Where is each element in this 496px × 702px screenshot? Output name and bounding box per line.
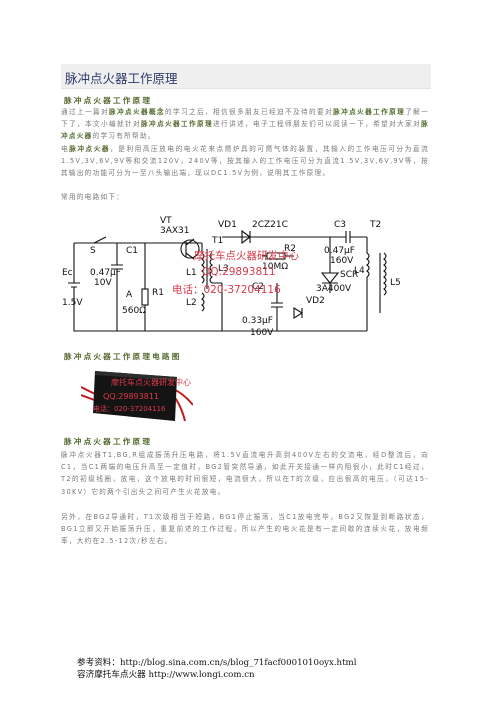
- p1-bold-f: 脉冲点火器工作原理: [141, 120, 214, 129]
- paragraph-description: 电脉冲点火器，是利用高压放电的电火花来点燃炉具的可燃气体的装置，其输入的工作电压…: [61, 143, 429, 180]
- label-l2: L2: [186, 298, 197, 308]
- label-vt: VT: [160, 216, 172, 226]
- section-heading-2: 脉冲点火器工作原理电路图: [64, 352, 182, 361]
- product-photo: 摩托车点火器研发中心 QQ:29893811 电话：020-37204116: [80, 365, 194, 431]
- label-c1-voltage: 10V: [94, 278, 112, 288]
- p1-text-a: 通过上一篇对: [61, 108, 110, 116]
- label-r1: R1: [152, 288, 164, 298]
- label-c1-value: 0.47μF: [90, 268, 121, 278]
- reference-line-2: 容济摩托车点火器 http://www.longi.com.cn: [77, 670, 255, 680]
- label-c2: C2: [252, 282, 264, 292]
- paragraph-circuit-intro: 常用的电路如下：: [61, 193, 125, 201]
- label-c3-voltage: 160V: [330, 256, 354, 266]
- photo-watermark-line1: 摩托车点火器研发中心: [111, 377, 191, 387]
- label-l1: L1: [186, 268, 197, 278]
- label-a: A: [126, 290, 133, 300]
- p1-text-e: 了解一下了，本文小编就针对: [61, 108, 429, 129]
- label-r1-value: 560Ω: [122, 306, 146, 316]
- p1-text-g: 进行讲述，电子工程师朋友们可以阅读一下，希望对大家对: [213, 120, 422, 129]
- p2-bold-b: 脉冲点火器: [69, 145, 111, 153]
- p1-text-i: 的学习有所帮助。: [92, 132, 156, 141]
- circuit-diagram: VT 3AX31 S Ec 1.5V 0.47μF 10V C1 R1 560Ω…: [62, 213, 402, 343]
- label-t2: T2: [369, 220, 381, 230]
- label-vd1-part: 2CZ21C: [252, 220, 288, 230]
- label-c3-value: 0.47μF: [324, 246, 355, 256]
- label-r2-value: 10MΩ: [262, 262, 288, 272]
- page-title: 脉冲点火器工作原理: [65, 71, 178, 86]
- label-l3: L3: [218, 264, 229, 274]
- references: 参考资料：http://blog.sina.com.cn/s/blog_71fa…: [77, 657, 356, 681]
- label-l4: L4: [354, 266, 365, 276]
- label-l5: L5: [390, 278, 401, 288]
- label-vd2: VD2: [306, 296, 325, 306]
- circuit-svg: VT 3AX31 S Ec 1.5V 0.47μF 10V C1 R1 560Ω…: [62, 216, 401, 338]
- section-heading-1: 脉冲点火器工作原理: [64, 96, 153, 105]
- circuit-watermark-line1: 摩托车点火器研发中心: [194, 249, 299, 262]
- label-r2: R2: [284, 244, 296, 254]
- p2-text-a: 电: [61, 145, 70, 153]
- p1-bold-b: 脉冲点火器概念: [109, 108, 166, 116]
- p1-text-c: 的学习之后，相信很多朋友已经迫不及待的要对: [165, 108, 334, 116]
- p2-text-c: ，是利用高压放电的电火花来点燃炉具的可燃气体的装置，其输入的工作电压可分为直流1…: [61, 145, 429, 178]
- label-ec-voltage: 1.5V: [62, 298, 83, 308]
- title-bar: 脉冲点火器工作原理: [61, 64, 431, 89]
- label-vt-part: 3AX31: [160, 226, 190, 236]
- reference-line-1: 参考资料：http://blog.sina.com.cn/s/blog_71fa…: [77, 658, 357, 668]
- photo-watermark-line3: 电话：020-37204116: [93, 404, 166, 413]
- paragraph-additional: 另外，在BG2导通时，T1次级相当于短路，BG1停止振荡，当C1放电完毕，BG2…: [61, 513, 429, 546]
- paragraph-intro: 通过上一篇对脉冲点火器概念的学习之后，相信很多朋友已经迫不及待的要对脉冲点火器工…: [61, 106, 429, 143]
- circuit-watermark-line2: QQ:29893811: [202, 266, 276, 278]
- paragraph-working-principle: 脉冲点火器T1,BG,R组成振荡升压电路，将1.5V直流电升高到400V左右的交…: [61, 451, 429, 496]
- product-photo-svg: 摩托车点火器研发中心 QQ:29893811 电话：020-37204116: [80, 371, 194, 422]
- label-ec: Ec: [62, 268, 73, 278]
- p1-bold-h: 脉冲点火器: [61, 120, 429, 141]
- circuit-watermark-line3: 电话：020-37204116: [172, 283, 281, 296]
- label-vd1: VD1: [218, 220, 237, 230]
- label-c2-value: 0.33μF: [242, 316, 273, 326]
- label-scr: SCR: [340, 270, 358, 280]
- label-scr-rating: 3A400V: [316, 284, 352, 294]
- label-c1: C1: [126, 246, 138, 256]
- label-c2-voltage: 160V: [250, 328, 274, 338]
- p1-bold-d: 脉冲点火器工作原理: [333, 108, 406, 116]
- label-c3: C3: [334, 220, 346, 230]
- label-t1: T1: [211, 236, 223, 246]
- section-heading-3: 脉冲点火器工作原理: [64, 437, 153, 446]
- label-s: S: [90, 246, 96, 256]
- photo-watermark-line2: QQ:29893811: [103, 392, 159, 401]
